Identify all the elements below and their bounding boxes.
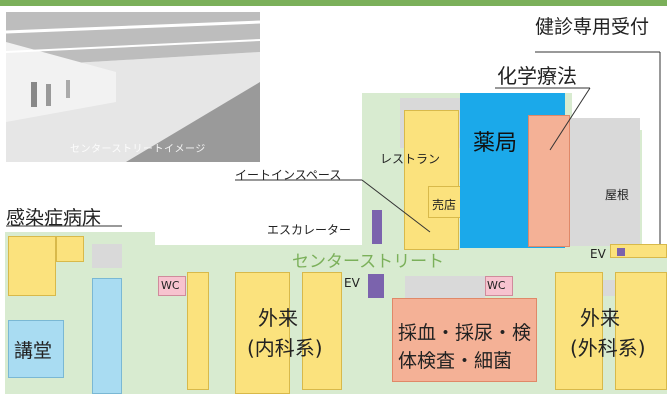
- outpatient-internal-col3: [302, 272, 342, 390]
- lightblue-column: [92, 278, 122, 394]
- wc-left-label: WC: [161, 279, 180, 292]
- infection-beds-area: [8, 236, 56, 296]
- lecture-hall-label: 講堂: [14, 340, 53, 362]
- outpatient-internal-col1: [187, 272, 209, 390]
- center-street-label: センターストリート: [292, 252, 445, 272]
- restaurant-label: レストラン: [380, 152, 441, 166]
- outpatient-surgical-label-1: 外来: [580, 306, 620, 330]
- outpatient-internal-label-2: (内科系): [247, 336, 323, 360]
- photo-caption: センターストリートイメージ: [70, 144, 206, 155]
- lecture-hall-area: [8, 320, 64, 378]
- wc-left-area: [158, 276, 186, 296]
- shop-label: 売店: [432, 198, 457, 212]
- restaurant-area: [404, 110, 459, 250]
- wc-right-area: [485, 276, 513, 296]
- lab-label-1: 採血・採尿・検: [398, 322, 532, 344]
- chemotherapy-area: [528, 115, 570, 247]
- infection-beds-label: 感染症病床: [6, 207, 102, 229]
- ev-right-label: EV: [590, 247, 606, 261]
- grey-strip-2: [405, 276, 485, 298]
- outpatient-internal-label-1: 外来: [258, 306, 298, 330]
- pharmacy-label: 薬局: [473, 131, 518, 156]
- roof-label: 屋根: [605, 188, 630, 202]
- lab-area: [392, 298, 537, 382]
- roof-area: [570, 118, 640, 246]
- eat-in-space-label: イートインスペース: [235, 168, 342, 182]
- chemotherapy-label: 化学療法: [497, 64, 577, 88]
- elevator-right: [617, 248, 625, 256]
- health-check-reception-label: 健診専用受付: [535, 16, 650, 38]
- infection-beds-area-2: [56, 236, 84, 262]
- outpatient-surgical-col1: [555, 272, 603, 390]
- top-accent-bar: [0, 0, 667, 6]
- escalator-shape: [372, 210, 382, 244]
- wc-right-label: WC: [487, 279, 506, 292]
- lab-label-2: 体検査・細菌: [398, 350, 513, 372]
- outpatient-surgical-label-2: (外科系): [570, 336, 646, 360]
- center-street-photo: [6, 12, 260, 162]
- escalator-label: エスカレーター: [267, 223, 352, 237]
- grey-block-left: [92, 244, 122, 268]
- outpatient-internal-main: [235, 272, 290, 394]
- ev-center-label: EV: [344, 276, 360, 290]
- outpatient-surgical-col2: [615, 272, 667, 390]
- elevator-center: [368, 274, 384, 298]
